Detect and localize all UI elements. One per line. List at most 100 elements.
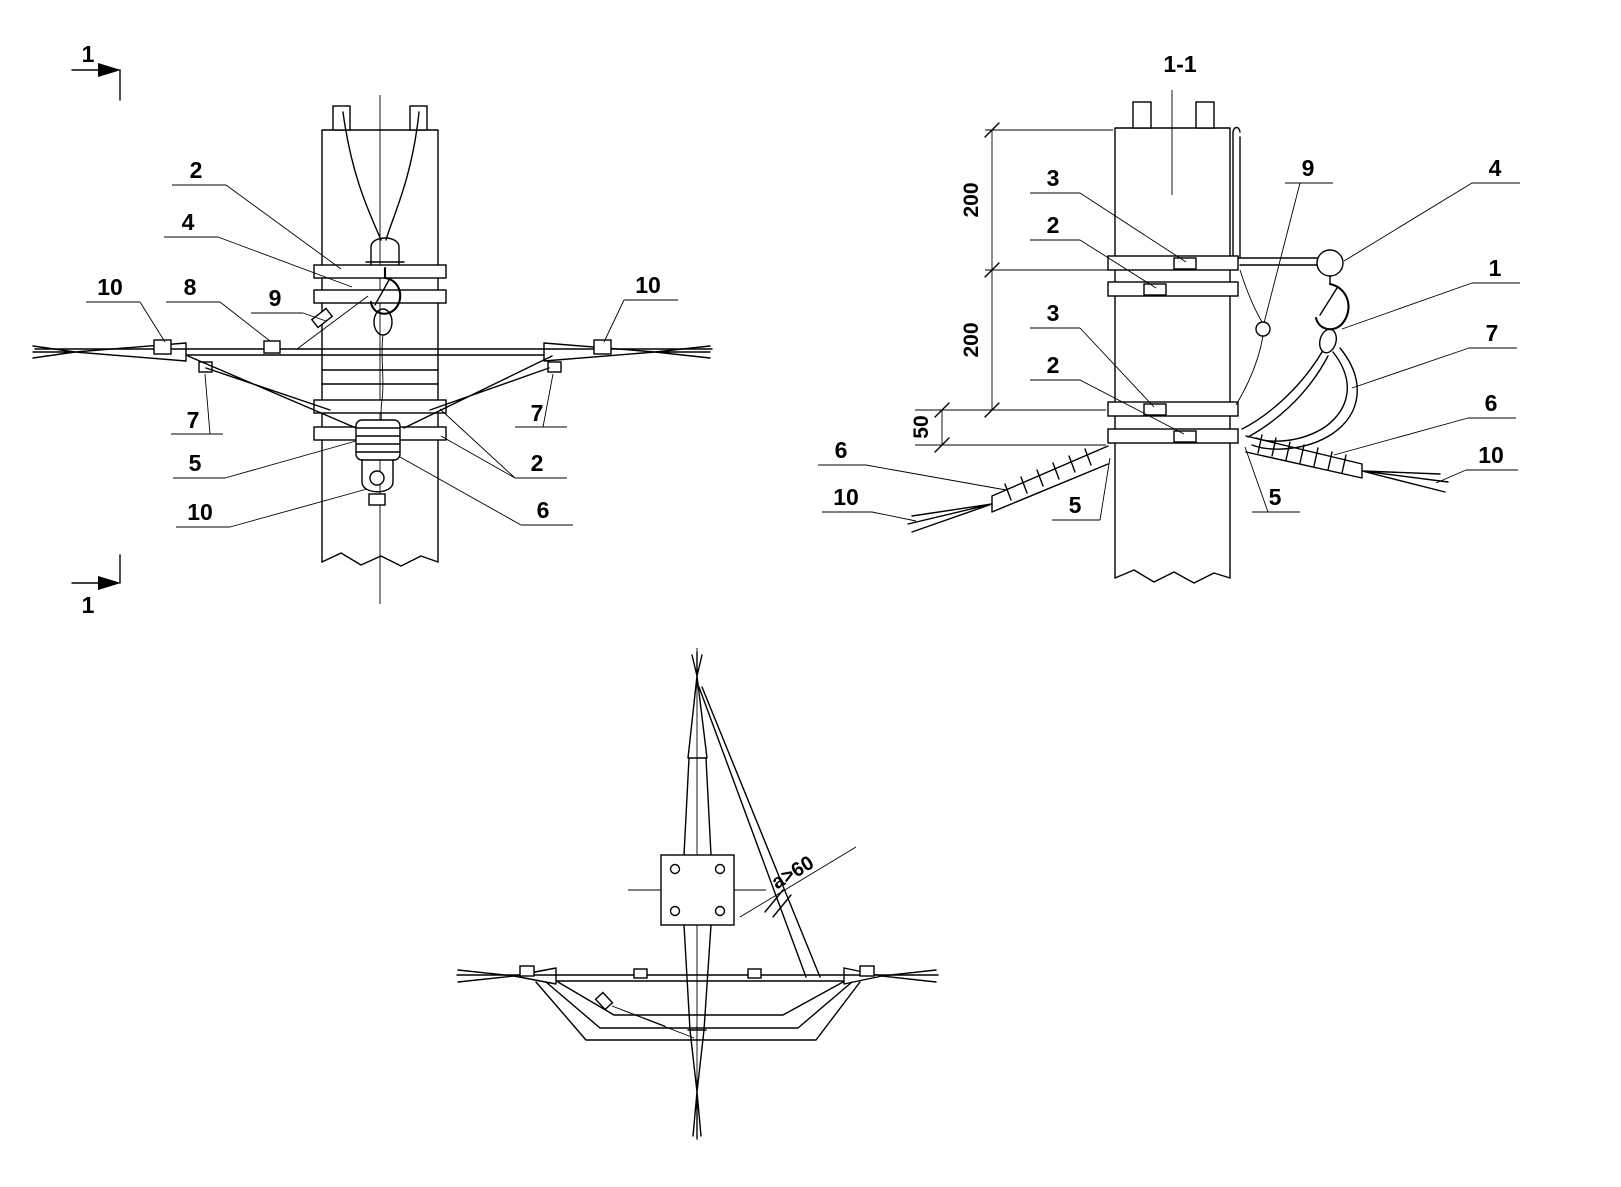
pole-top-lug-left — [1132, 101, 1152, 129]
pole-section — [1114, 90, 1318, 584]
spiral-wraps — [1257, 434, 1347, 474]
front-callout-10-left: 10 — [86, 274, 166, 343]
bridle-fitting — [594, 991, 614, 1011]
front-view: 1 1 — [32, 41, 713, 618]
section-arrow-bottom — [98, 576, 121, 590]
dimension-ticks — [934, 122, 1000, 453]
cable-tail — [907, 503, 993, 533]
bolt-hole — [714, 905, 726, 917]
pulley-ring-icon — [1316, 249, 1344, 277]
clamp-fitting-right — [593, 339, 612, 355]
angle-break-ticks — [764, 889, 792, 918]
label-10: 10 — [97, 274, 123, 300]
upper-band-1 — [313, 264, 447, 279]
clevis — [361, 459, 394, 493]
pole-top-lug-left — [332, 105, 351, 131]
front-callout-7-left: 7 — [171, 373, 223, 435]
pole-break-line — [1114, 569, 1231, 584]
cable-tail-left — [32, 345, 76, 359]
band-wrap-wires — [321, 369, 439, 385]
label-6: 6 — [1485, 390, 1498, 416]
front-callout-10-right: 10 — [603, 272, 678, 343]
clamp-fitting — [859, 965, 875, 977]
front-callout-8: 8 — [166, 274, 271, 342]
label-9: 9 — [269, 285, 282, 311]
clamp-fitting — [519, 965, 535, 977]
upper-band-2 — [1107, 281, 1239, 297]
section-callout-10-right: 10 — [1435, 442, 1518, 484]
band-buckle — [1143, 283, 1167, 296]
spiral-wraps — [1004, 448, 1092, 501]
section-view: 1-1 200 200 50 — [818, 51, 1520, 584]
hook-latch — [374, 279, 390, 306]
section-callout-4: 4 — [1343, 155, 1520, 262]
section-view-title: 1-1 — [1163, 51, 1196, 77]
plan-vertical-run — [660, 651, 735, 1139]
tail-right — [881, 969, 937, 983]
drop-wire — [380, 334, 384, 423]
dim-50: 50 — [910, 415, 933, 438]
band-buckle — [1173, 430, 1197, 443]
lower-band-1 — [1107, 401, 1239, 417]
section-cut-marker-bottom: 1 — [71, 554, 121, 618]
label-10: 10 — [833, 484, 859, 510]
suspension-shackle-hook — [365, 237, 405, 423]
coil-body — [355, 419, 401, 461]
dim-200-upper: 200 — [960, 182, 983, 217]
front-callout-2-lower: 2 — [439, 408, 567, 479]
section-callout-3-lower: 3 — [1030, 300, 1155, 408]
thimble-section — [1318, 328, 1338, 354]
angle-label: a>60 — [768, 852, 818, 894]
front-callout-9: 9 — [251, 285, 327, 322]
clevis-pin — [369, 470, 385, 486]
tail-top — [691, 651, 703, 677]
cable-link — [633, 968, 648, 979]
bolt-hole — [669, 905, 681, 917]
front-callout-7-right: 7 — [515, 373, 567, 428]
section-marker-top-label: 1 — [82, 41, 95, 67]
bridle-diagonals — [187, 355, 553, 429]
angle-leader — [739, 846, 857, 918]
label-2: 2 — [1047, 212, 1060, 238]
section-callout-9: 9 — [1263, 155, 1333, 324]
section-callout-5-left: 5 — [1052, 457, 1111, 521]
label-6: 6 — [537, 497, 550, 523]
label-4: 4 — [182, 209, 195, 235]
pole-top-lug-right — [1195, 101, 1215, 129]
label-3: 3 — [1047, 165, 1060, 191]
upper-band-1 — [1107, 255, 1239, 271]
front-callout-2-top: 2 — [172, 157, 342, 270]
damper-assembly — [355, 419, 401, 506]
wedge-top — [687, 675, 708, 759]
pole-top-tie-right — [385, 111, 420, 241]
label-10: 10 — [1478, 442, 1504, 468]
section-callout-1: 1 — [1341, 255, 1520, 330]
hook-icon — [369, 266, 402, 315]
pole-top-tie-left — [342, 111, 382, 241]
lead-wire — [1239, 269, 1263, 323]
cable-fitting-8 — [263, 340, 281, 354]
section-callouts: 3 2 9 4 1 3 7 — [818, 155, 1520, 522]
label-2: 2 — [531, 450, 544, 476]
label-5: 5 — [1069, 492, 1082, 518]
lashing-ties — [611, 1005, 695, 1039]
label-5: 5 — [1269, 484, 1282, 510]
plan-diagonal-stay: a>60 — [698, 686, 857, 978]
suspension-cables — [1241, 351, 1329, 438]
section-callout-2-lower: 2 — [1030, 352, 1185, 435]
band-buckle — [1143, 403, 1167, 416]
label-4: 4 — [1489, 155, 1502, 181]
hook-latch — [1319, 287, 1338, 316]
section-cut-marker-top: 1 — [71, 41, 121, 101]
front-callout-5: 5 — [173, 440, 357, 479]
cable-link — [747, 968, 762, 979]
section-callout-3-upper: 3 — [1030, 165, 1187, 263]
pole-bands-section — [1107, 255, 1239, 444]
hook-icon — [1314, 282, 1350, 331]
bolt-hole — [714, 863, 726, 875]
pole-plate — [660, 854, 735, 926]
formed-wire-7 — [1251, 347, 1358, 450]
label-2: 2 — [190, 157, 203, 183]
